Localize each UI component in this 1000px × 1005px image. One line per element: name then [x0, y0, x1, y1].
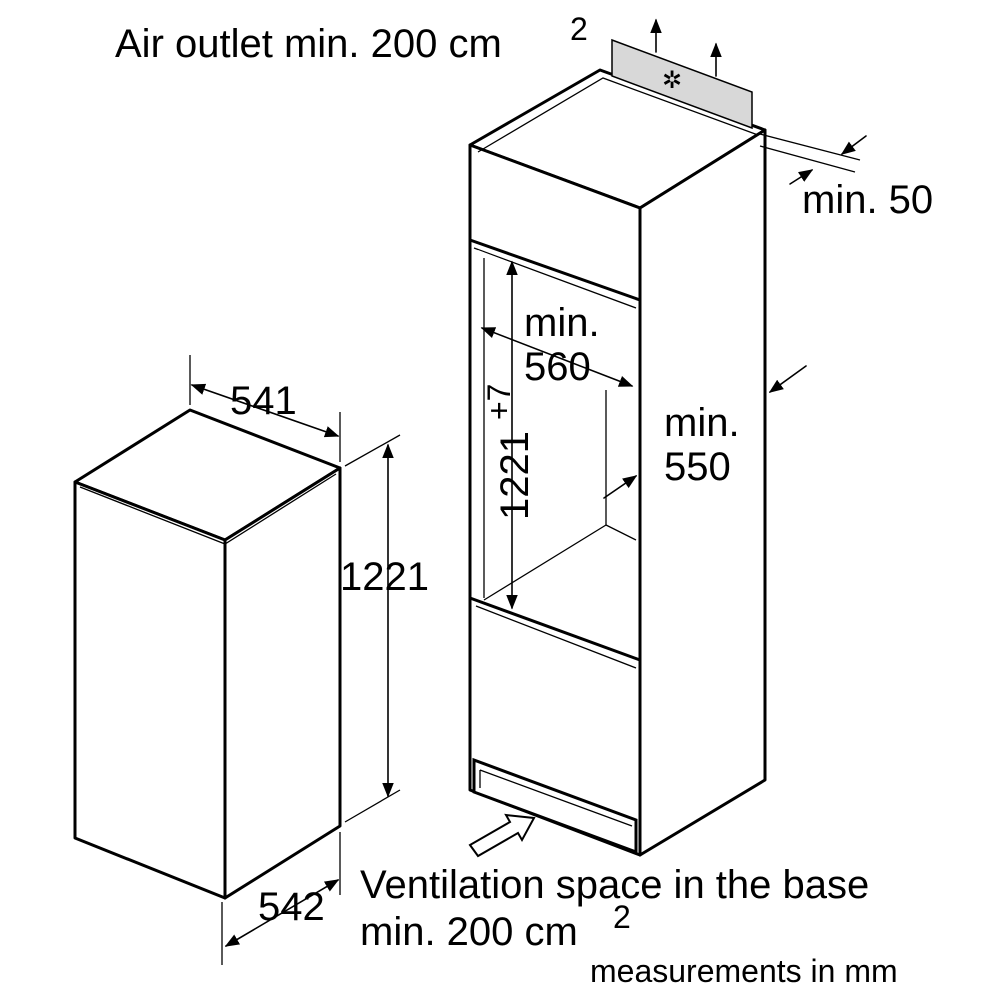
air-outlet-label: Air outlet min. 200 cm: [115, 22, 502, 66]
min-50-dimension: [759, 133, 867, 185]
ventilation-arrow: [468, 813, 536, 858]
grille-mark: ✲: [662, 67, 682, 94]
min-50-label: min. 50: [802, 178, 933, 222]
air-outlet-sup: 2: [570, 11, 588, 47]
niche-height-group: 1221 +7: [481, 384, 537, 520]
min-560-label-1: min.: [524, 301, 600, 345]
ventilation-label-2: min. 200 cm: [360, 910, 578, 954]
height-label: 1221: [340, 555, 429, 599]
appliance-side-face: [223, 466, 342, 900]
grille-panel: [611, 38, 753, 130]
upper-rail-bottom: [469, 238, 641, 302]
min-550-arrow: [603, 475, 638, 499]
air-outlet-grille: ✲: [611, 18, 753, 130]
lower-rail-top: [469, 596, 641, 662]
depth-dimension: [221, 832, 341, 965]
min-550-label-2: 550: [664, 445, 731, 489]
ventilation-label-1: Ventilation space in the base: [360, 863, 869, 907]
width-dimension: [189, 355, 341, 462]
min-550-label-1: min.: [664, 401, 740, 445]
units-note: measurements in mm: [590, 953, 898, 989]
appliance-top-edge: [79, 473, 337, 545]
cabinet-side-face: [638, 128, 767, 857]
side-depth-arrow: [768, 365, 807, 393]
min-560-label-2: 560: [524, 345, 591, 389]
niche-height-tolerance: +7: [481, 384, 517, 420]
ventilation-sup: 2: [613, 899, 631, 935]
width-label: 541: [230, 379, 297, 423]
appliance-box: [73, 408, 342, 900]
depth-label: 542: [258, 885, 325, 929]
niche-height-label: 1221: [493, 431, 537, 520]
height-dimension: [344, 434, 401, 823]
appliance-front-face: [73, 480, 227, 900]
